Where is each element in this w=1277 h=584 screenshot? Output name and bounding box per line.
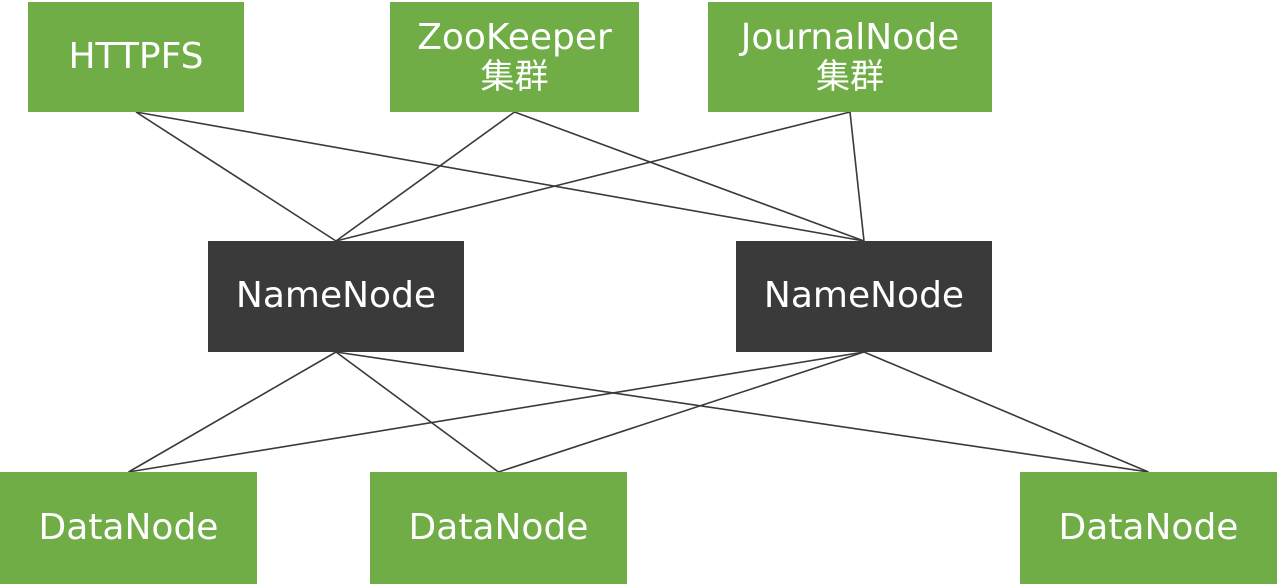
- edge-namenode-1-datanode-1: [128, 351, 337, 473]
- edge-journalnode-namenode-2: [849, 111, 865, 242]
- edge-namenode-2-datanode-1: [128, 351, 865, 473]
- datanode-1-label: DataNode: [38, 506, 219, 548]
- datanode-2-label: DataNode: [408, 506, 589, 548]
- namenode-1: NameNode: [208, 241, 464, 352]
- zookeeper-cluster-node: ZooKeeper 集群: [390, 2, 639, 112]
- datanode-3-label: DataNode: [1058, 506, 1239, 548]
- zookeeper-sublabel: 集群: [480, 57, 549, 98]
- datanode-1: DataNode: [0, 472, 257, 584]
- namenode-2: NameNode: [736, 241, 992, 352]
- datanode-3: DataNode: [1020, 472, 1277, 584]
- edge-namenode-2-datanode-3: [863, 351, 1149, 473]
- edge-httpfs-namenode-2: [135, 111, 865, 242]
- httpfs-node: HTTPFS: [28, 2, 244, 112]
- edge-zookeeper-namenode-2: [514, 111, 865, 242]
- journalnode-sublabel: 集群: [816, 57, 884, 98]
- edge-zookeeper-namenode-1: [335, 111, 515, 242]
- journalnode-cluster-node: JournalNode 集群: [708, 2, 992, 112]
- edge-namenode-1-datanode-2: [335, 351, 499, 473]
- httpfs-label: HTTPFS: [68, 35, 204, 77]
- edge-httpfs-namenode-1: [135, 111, 337, 242]
- journalnode-label: JournalNode: [740, 16, 960, 58]
- edge-namenode-1-datanode-3: [335, 351, 1149, 473]
- edge-namenode-2-datanode-2: [498, 351, 865, 473]
- edge-journalnode-namenode-1: [335, 111, 851, 242]
- zookeeper-label: ZooKeeper: [417, 16, 612, 58]
- namenode-2-label: NameNode: [763, 275, 965, 317]
- datanode-2: DataNode: [370, 472, 627, 584]
- namenode-1-label: NameNode: [235, 275, 437, 317]
